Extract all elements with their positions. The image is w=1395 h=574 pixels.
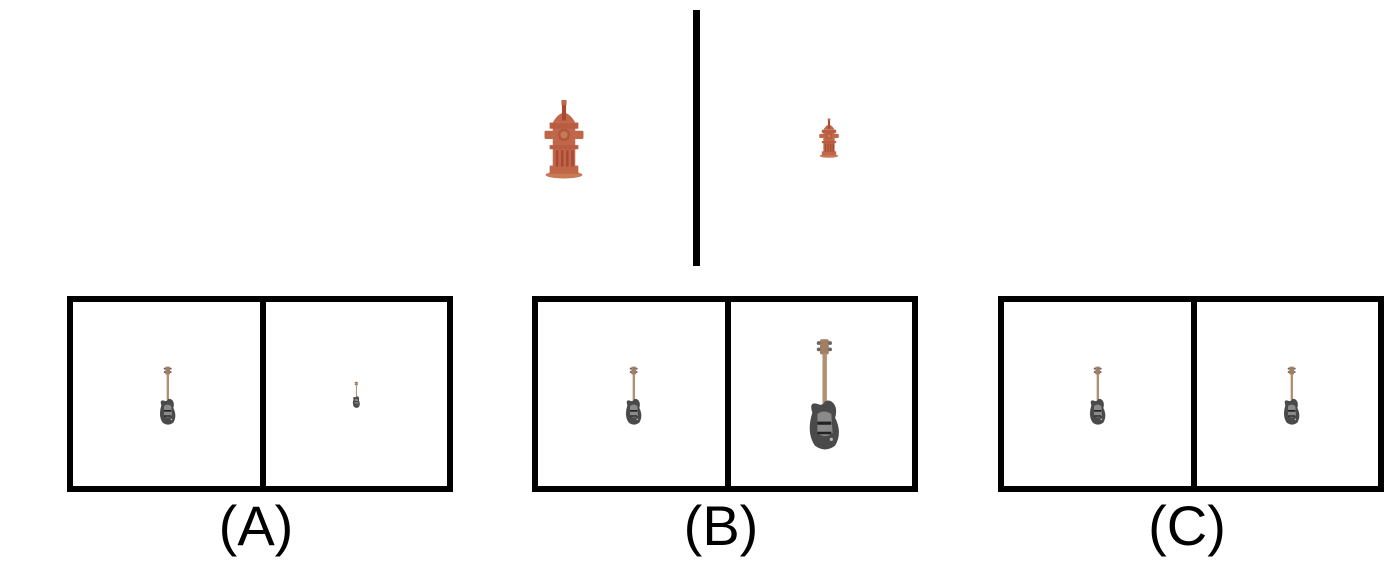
option-b-divider [725,302,731,486]
option-c-label: (C) [1148,494,1226,557]
option-a-divider [260,302,266,486]
bass-guitar-icon [624,366,644,426]
option-c-panel[interactable] [998,296,1384,492]
option-c-divider [1191,302,1197,486]
bass-guitar-large-icon [806,338,844,452]
option-a-panel[interactable] [67,296,453,492]
bass-guitar-icon [1088,366,1108,426]
fire-hydrant-large-icon [540,99,588,181]
option-a-label: (A) [218,494,294,557]
bass-guitar-icon [158,366,178,426]
fire-hydrant-small-icon [817,118,841,159]
option-b-label: (B) [683,494,759,557]
option-b-panel[interactable] [532,296,918,492]
bass-guitar-icon [1282,366,1302,426]
bass-guitar-tiny-icon [352,381,361,409]
reference-divider [693,10,700,266]
